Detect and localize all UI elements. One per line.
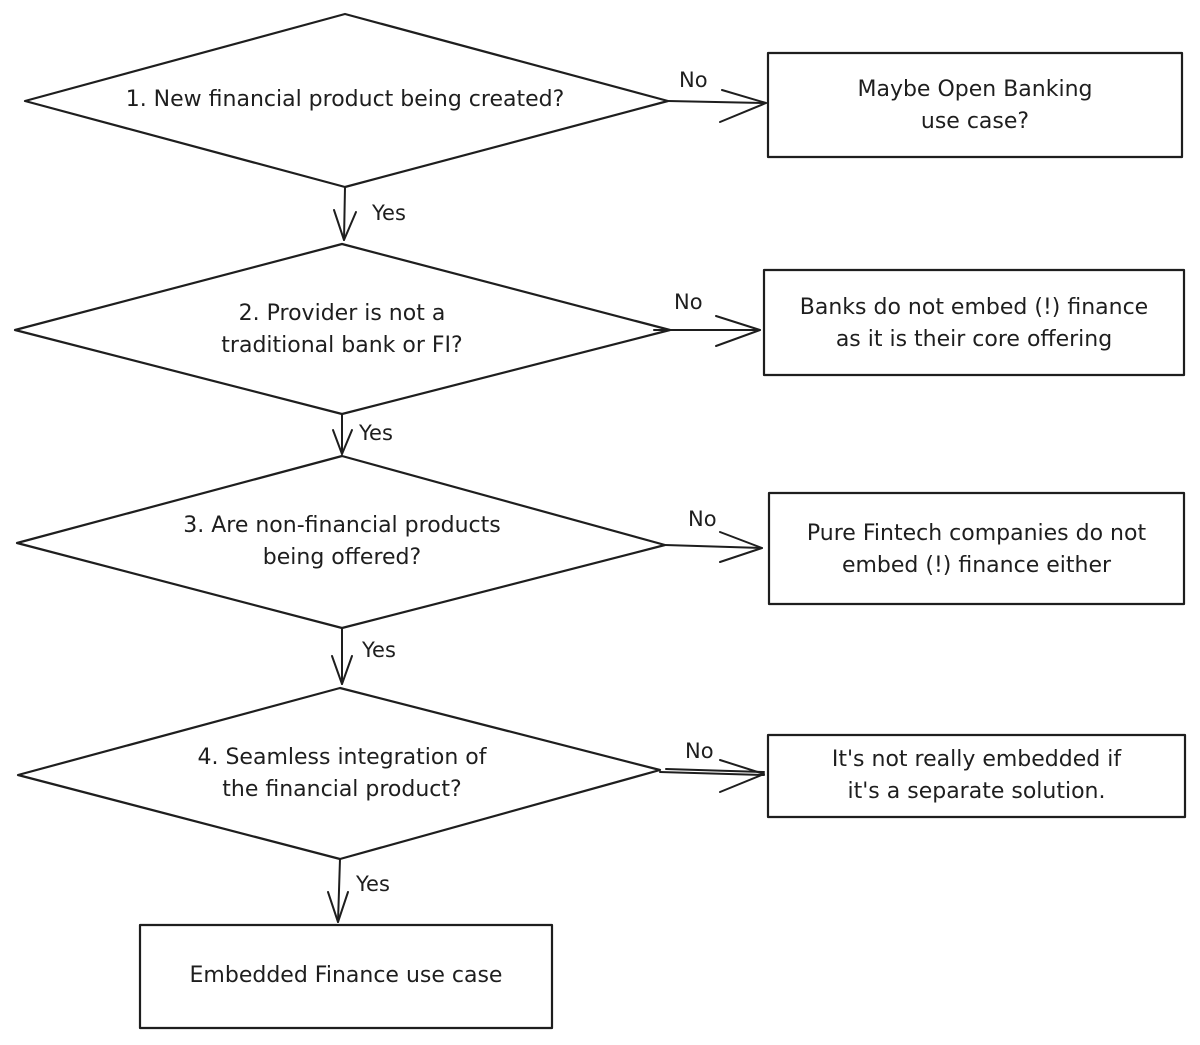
yes-label-3: Yes — [362, 638, 396, 662]
no-arrow-2 — [653, 315, 761, 347]
yes-arrow-4 — [327, 858, 349, 923]
outcome-box-4 — [766, 733, 1187, 819]
yes-label-2: Yes — [359, 421, 393, 445]
no-label-2: No — [674, 290, 703, 314]
final-box — [138, 923, 554, 1030]
outcome-4-label: It's not really embedded if it's a separ… — [831, 747, 1122, 804]
no-label-3: No — [688, 507, 717, 531]
decision-3-label: 3. Are non-financial products being offe… — [183, 513, 501, 570]
yes-arrow-2 — [332, 413, 353, 455]
final-label: Embedded Finance use case — [189, 963, 503, 988]
no-label-4: No — [685, 739, 714, 763]
yes-label-1: Yes — [372, 201, 406, 225]
outcome-2-label: Banks do not embed (!) finance as it is … — [799, 295, 1149, 352]
outcome-1-label: Maybe Open Banking use case? — [857, 77, 1093, 134]
decision-2-label: 2. Provider is not a traditional bank or… — [221, 301, 463, 358]
outcome-3-label: Pure Fintech companies do not embed (!) … — [806, 521, 1147, 578]
outcome-box-3 — [767, 491, 1186, 606]
outcome-box-1 — [766, 51, 1184, 159]
yes-arrow-3 — [331, 627, 353, 685]
decision-4-label: 4. Seamless integration of the financial… — [197, 745, 487, 802]
yes-label-4: Yes — [356, 872, 390, 896]
yes-arrow-1 — [333, 186, 357, 241]
decision-diamond-4 — [16, 686, 662, 861]
decision-1-label: 1. New financial product being created? — [125, 87, 565, 112]
no-arrow-3 — [664, 531, 763, 563]
outcome-box-2 — [762, 268, 1186, 377]
no-arrow-4 — [659, 759, 765, 793]
no-label-1: No — [679, 68, 708, 92]
no-arrow-1 — [667, 89, 767, 123]
